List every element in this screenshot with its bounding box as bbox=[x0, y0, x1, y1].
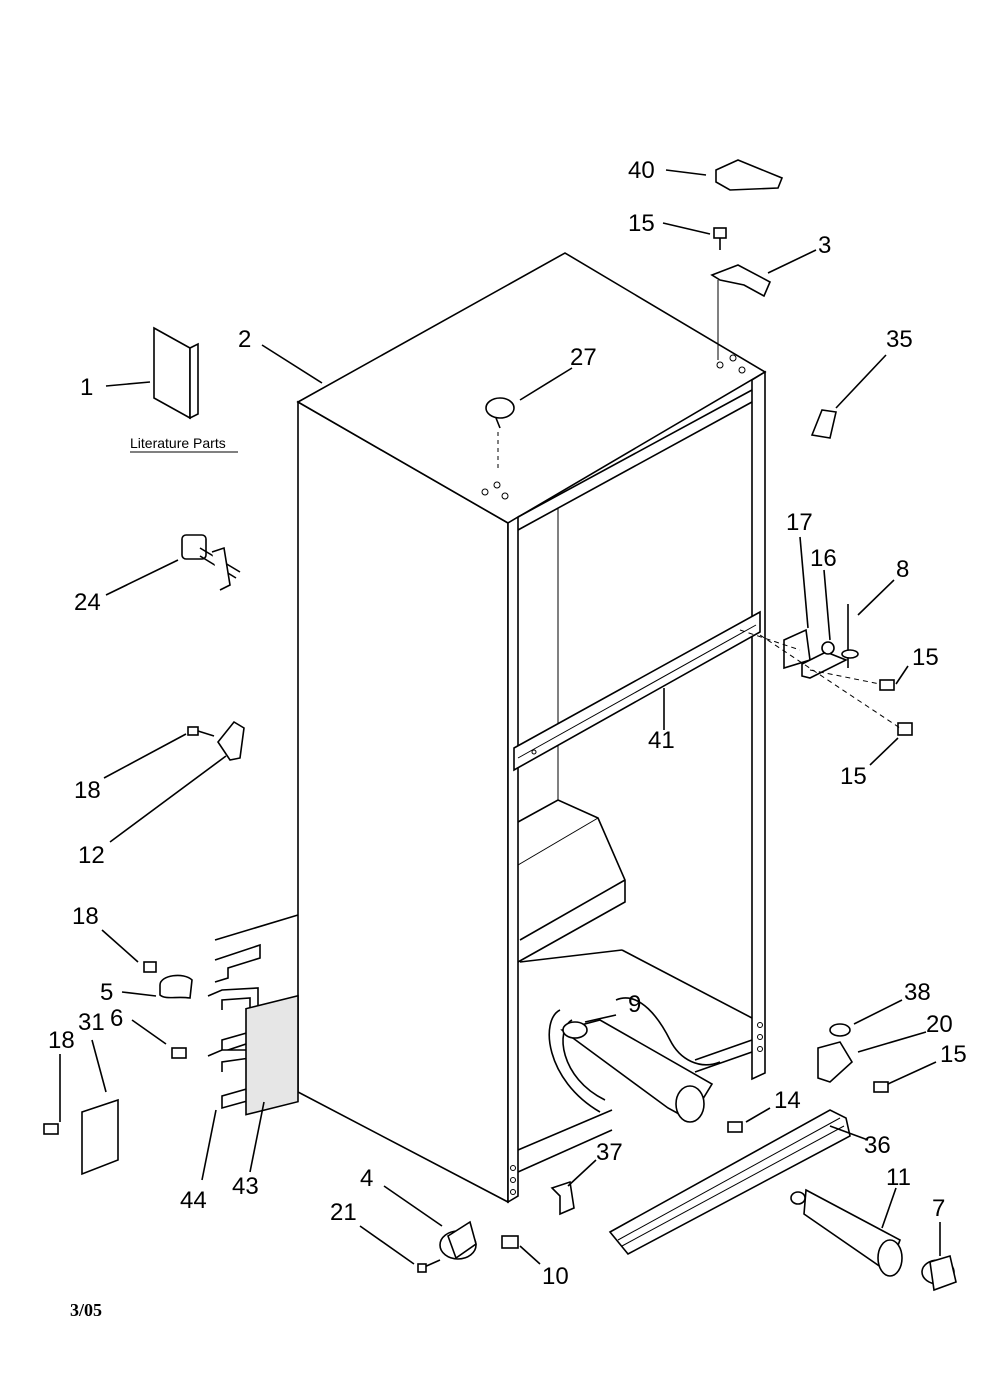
callout-5: 5 bbox=[100, 979, 113, 1006]
callout-43: 43 bbox=[232, 1173, 259, 1200]
bracket-4 bbox=[439, 1220, 477, 1260]
hinge-cover-40 bbox=[715, 159, 784, 191]
washer-38 bbox=[829, 1023, 851, 1037]
filter-11 bbox=[790, 1188, 903, 1277]
insulation-43 bbox=[245, 994, 299, 1116]
revision-date: 3/05 bbox=[70, 1300, 102, 1320]
callout-24: 24 bbox=[74, 589, 101, 616]
clip-5 bbox=[143, 961, 193, 999]
callout-20: 20 bbox=[926, 1011, 953, 1038]
screw-15-bottom bbox=[873, 1081, 889, 1093]
callout-16: 16 bbox=[810, 545, 837, 572]
screw-15-low bbox=[759, 634, 913, 736]
callout-17: 17 bbox=[786, 509, 813, 536]
callout-18: 18 bbox=[74, 777, 101, 804]
callout-11: 11 bbox=[886, 1164, 911, 1191]
callout-10: 10 bbox=[542, 1263, 569, 1290]
callout-3: 3 bbox=[818, 232, 831, 259]
callout-38: 38 bbox=[904, 979, 931, 1006]
literature-booklet-1 bbox=[153, 326, 199, 420]
plug-27 bbox=[485, 397, 515, 470]
bracket-20 bbox=[817, 1041, 854, 1083]
callout-15: 15 bbox=[940, 1041, 967, 1068]
callout-15: 15 bbox=[840, 763, 867, 790]
cap-7 bbox=[921, 1254, 957, 1292]
callout-40: 40 bbox=[628, 157, 655, 184]
callout-18: 18 bbox=[48, 1027, 75, 1054]
callout-7: 7 bbox=[932, 1195, 945, 1222]
callout-37: 37 bbox=[596, 1139, 623, 1166]
cover-31 bbox=[81, 1098, 119, 1176]
callout-14: 14 bbox=[774, 1087, 801, 1114]
callout-41: 41 bbox=[648, 727, 675, 754]
screw-14 bbox=[727, 1121, 743, 1133]
callout-36: 36 bbox=[864, 1132, 891, 1159]
callout-18: 18 bbox=[72, 903, 99, 930]
callout-2: 2 bbox=[238, 326, 251, 353]
leader-lines bbox=[59, 169, 941, 1265]
top-hinge-3 bbox=[710, 264, 772, 298]
callout-9: 9 bbox=[628, 991, 641, 1018]
callout-12: 12 bbox=[78, 842, 105, 869]
literature-caption: Literature Parts bbox=[130, 435, 226, 451]
callout-27: 27 bbox=[570, 344, 597, 371]
filter-housing-9 bbox=[548, 997, 721, 1123]
grille-36 bbox=[608, 1109, 851, 1256]
hinge-pin-24 bbox=[181, 534, 241, 591]
callout-35: 35 bbox=[886, 326, 913, 353]
center-hinge-17 bbox=[783, 604, 859, 679]
callout-15: 15 bbox=[912, 644, 939, 671]
callout-21: 21 bbox=[330, 1199, 357, 1226]
screw-18c bbox=[43, 1123, 59, 1135]
callout-44: 44 bbox=[180, 1187, 207, 1214]
clip-37 bbox=[550, 1180, 575, 1216]
screw-10 bbox=[501, 1235, 519, 1249]
cabinet bbox=[296, 252, 767, 1204]
screw-15-top bbox=[713, 227, 727, 250]
screw-6 bbox=[171, 1047, 187, 1059]
callout-31: 31 bbox=[78, 1009, 105, 1036]
stop-12 bbox=[187, 720, 245, 761]
part-35 bbox=[810, 409, 837, 439]
callout-numbers: 40 15 3 35 2 27 1 24 17 16 8 15 41 15 18… bbox=[48, 157, 967, 1290]
screw-21 bbox=[417, 1259, 441, 1273]
callout-15: 15 bbox=[628, 210, 655, 237]
callout-4: 4 bbox=[360, 1165, 373, 1192]
callout-6: 6 bbox=[110, 1005, 123, 1032]
screw-15-mid bbox=[809, 669, 895, 691]
callout-8: 8 bbox=[896, 556, 909, 583]
callout-1: 1 bbox=[80, 374, 93, 401]
